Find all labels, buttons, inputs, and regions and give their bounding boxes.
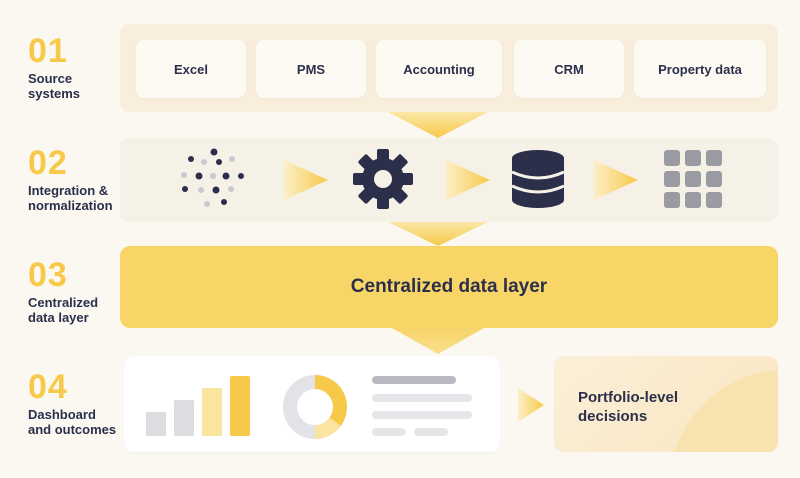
source-label: Accounting — [403, 61, 475, 77]
text-line — [372, 428, 406, 436]
source-box-pms: PMS — [256, 40, 366, 98]
arrow-right-icon — [518, 388, 544, 422]
source-box-excel: Excel — [136, 40, 246, 98]
scatter-dots-icon — [181, 148, 244, 207]
stage-number: 03 — [28, 256, 68, 294]
arrow-right-icon — [446, 160, 490, 200]
stage-label-01: 01 Source systems — [28, 34, 80, 101]
arrow-down-icon — [388, 222, 488, 246]
database-icon — [511, 150, 565, 208]
arrow-down-icon — [388, 112, 488, 138]
stage-number: 02 — [28, 144, 68, 182]
gear-icon — [353, 149, 413, 209]
stage-number: 01 — [28, 32, 68, 70]
stage-title: Centralized data layer — [28, 295, 99, 325]
stage-label-02: 02 Integration & normalization — [28, 146, 113, 213]
arrow-right-icon — [284, 160, 328, 200]
stage-title: Source systems — [28, 71, 81, 101]
source-label: Excel — [174, 61, 208, 77]
stage-number: 04 — [28, 368, 68, 406]
arrow-right-icon — [594, 160, 638, 200]
decisions-panel — [554, 356, 778, 452]
central-data-layer-label: Centralized data layer — [350, 276, 548, 297]
stage-title: Dashboard and outcomes — [28, 407, 117, 437]
text-line — [372, 394, 472, 402]
decorative-curve — [674, 370, 778, 452]
source-box-crm: CRM — [514, 40, 624, 98]
stage-label-04: 04 Dashboard and outcomes — [28, 370, 116, 437]
donut-chart-icon — [283, 375, 347, 439]
text-line — [372, 376, 456, 384]
text-line — [414, 428, 448, 436]
text-line — [372, 411, 472, 419]
source-box-property-data: Property data — [634, 40, 766, 98]
arrow-down-icon — [392, 328, 484, 354]
text-lines-icon — [372, 376, 472, 438]
source-box-accounting: Accounting — [376, 40, 502, 98]
source-label: Property data — [658, 61, 742, 77]
central-data-layer-panel — [120, 246, 778, 328]
source-label: CRM — [554, 61, 584, 77]
grid-icon — [664, 150, 722, 208]
source-label: PMS — [296, 61, 326, 77]
stage-title: Integration & normalization — [28, 183, 113, 213]
stage-label-03: 03 Centralized data layer — [28, 258, 98, 325]
bar-chart-icon — [146, 376, 250, 436]
decisions-label: Portfolio-level decisions — [578, 389, 679, 425]
